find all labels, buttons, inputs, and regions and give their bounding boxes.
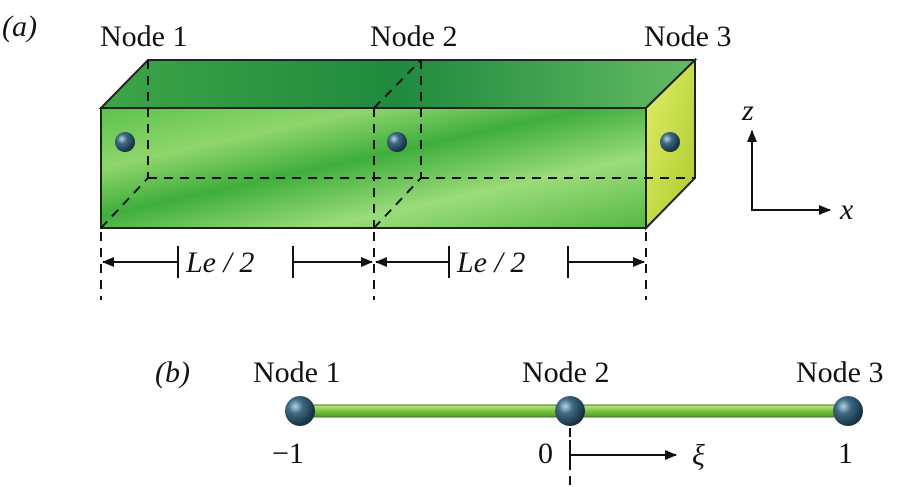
coord-label-zero: 0: [538, 437, 553, 470]
panel-a-node-2-label: Node 2: [370, 20, 457, 53]
beam-node-ball-3: [660, 132, 680, 152]
coord-label-one: 1: [838, 437, 853, 470]
x-axis-label: x: [839, 193, 854, 226]
beam-node-ball-1: [115, 132, 135, 152]
rod-node-ball-1: [285, 396, 315, 426]
panel-b-node-1-label: Node 1: [253, 356, 340, 389]
segment-label-1: Le / 2: [185, 246, 254, 279]
segment-label-2: Le / 2: [456, 246, 525, 279]
panel-b-node-2-label: Node 2: [522, 356, 609, 389]
coord-label-minus-one: −1: [272, 437, 304, 470]
xi-label: ξ: [692, 439, 705, 472]
panel-a-node-1-label: Node 1: [100, 20, 187, 53]
rod-node-ball-3: [833, 396, 863, 426]
beam-node-ball-2: [387, 132, 407, 152]
panel-a-node-3-label: Node 3: [644, 20, 731, 53]
panel-a-label: (a): [2, 10, 37, 43]
rod-node-ball-2: [555, 396, 585, 426]
mid-plane-edge-top: [373, 59, 422, 109]
panel-b-node-3-label: Node 3: [796, 356, 883, 389]
panel-b-label: (b): [155, 356, 190, 389]
mid-plane-edge-diagonal: [373, 177, 422, 229]
z-axis-label: z: [741, 94, 754, 127]
hidden-edge-left-diagonal: [100, 177, 149, 229]
